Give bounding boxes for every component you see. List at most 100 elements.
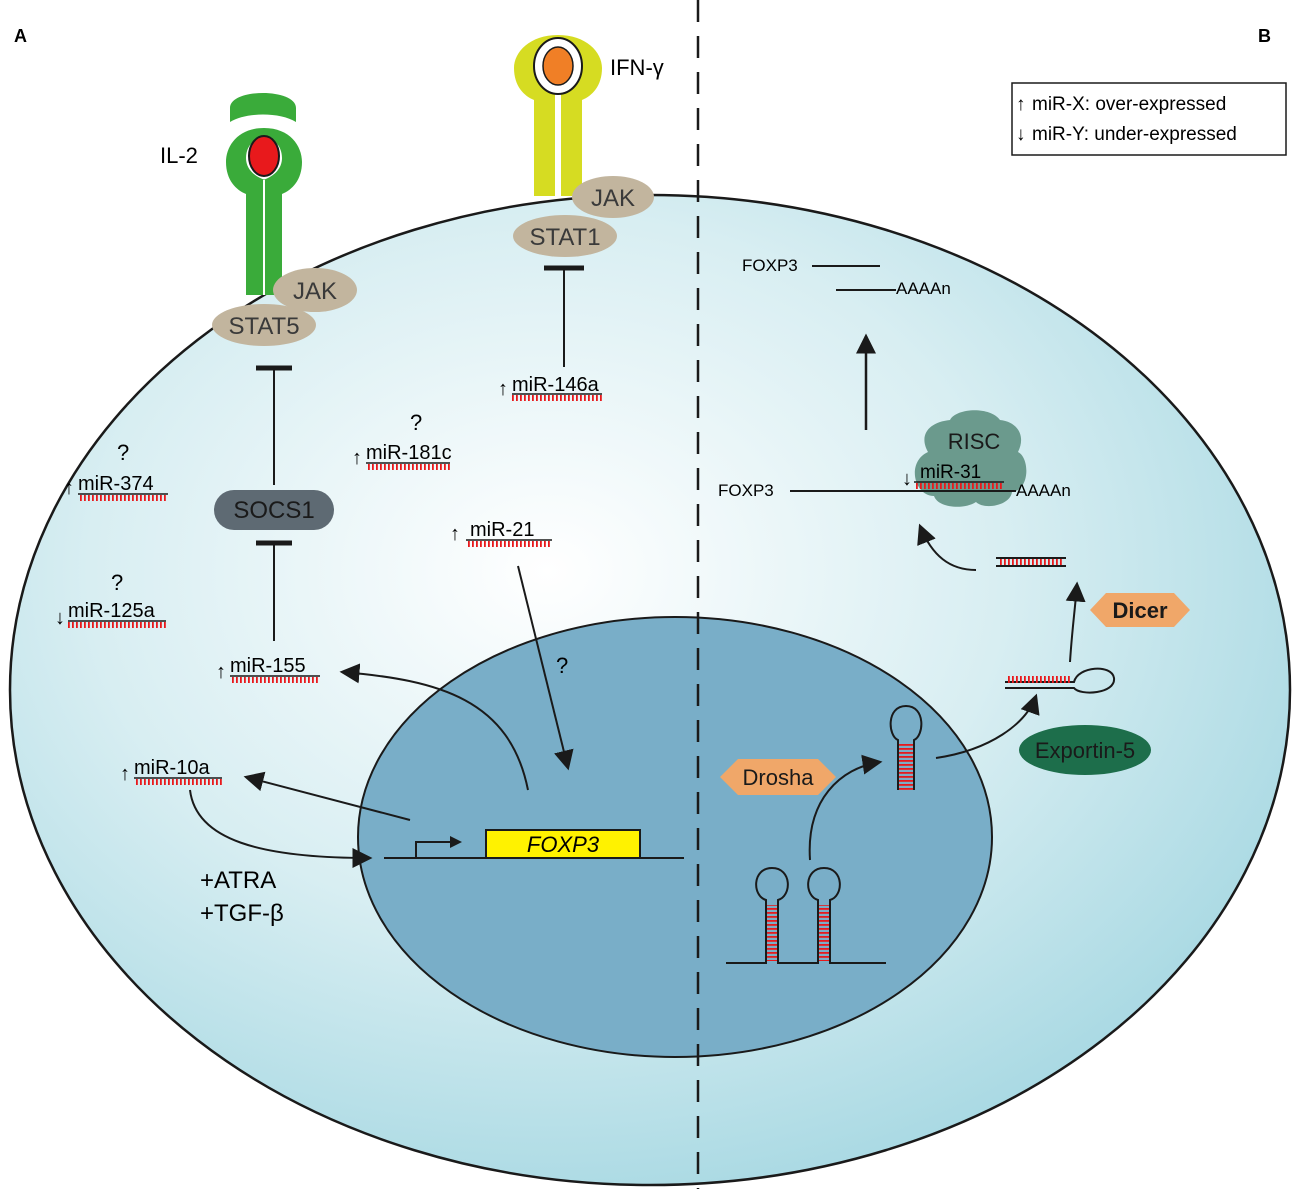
stat1-label: STAT1 [529, 224, 600, 251]
jak-label-ifng: JAK [591, 185, 635, 212]
mirna-10a: ↑ miR-10a [120, 757, 222, 785]
mir125a-question: ? [111, 570, 123, 595]
ifng-receptor: IFN-γ [514, 35, 664, 196]
pre-mirna [889, 704, 923, 790]
mirna-181c: ? ↑ miR-181c [352, 410, 452, 470]
stat5-node [212, 304, 316, 346]
mir10a-label: miR-10a [134, 757, 210, 779]
dicer: Dicer [1090, 593, 1190, 627]
tgfb-label: +TGF-β [200, 900, 284, 927]
arrow-pre-to-export [935, 693, 1040, 759]
mir21-label: miR-21 [470, 519, 534, 541]
jak-label-il2: JAK [293, 278, 337, 305]
exportin-5: Exportin-5 [1019, 725, 1151, 775]
foxp3-gene-box [485, 829, 641, 859]
foxp3-mrna-repressed: FOXP3 AAAAn ↓ miR-31 [718, 462, 1071, 500]
mir155-label: miR-155 [230, 655, 306, 677]
mir146a-strand [512, 395, 602, 401]
drosha-shape [720, 759, 836, 795]
il2-receptor-cap [230, 93, 296, 122]
arrow-foxp3-to-mir155 [339, 663, 529, 791]
inhibition-socs1-stat5 [256, 365, 292, 485]
il2-ligand [248, 135, 280, 177]
stat1-node [513, 215, 617, 257]
mir181c-strand [366, 464, 450, 470]
mrna-top-tail: AAAAn [896, 279, 951, 298]
mir31-label: miR-31 [920, 462, 981, 483]
arrow-foxp3-to-mir10a [243, 771, 411, 821]
mir10a-arrow: ↑ [120, 763, 130, 785]
mir125a-label: miR-125a [68, 600, 156, 622]
nucleus [357, 616, 993, 1058]
mir374-strand [78, 495, 168, 501]
mirna-155: ↑ miR-155 [216, 655, 320, 683]
il2-receptor-left-arm [226, 128, 265, 295]
panel-label-b: B [1258, 26, 1271, 46]
legend: ↑ miR-X: over-expressed ↓ miR-Y: under-e… [1011, 82, 1287, 156]
mir181c-arrow: ↑ [352, 447, 362, 469]
mir146a-label: miR-146a [512, 374, 600, 396]
socs1-node [214, 490, 334, 530]
pri-mirna-strand [726, 866, 886, 964]
mirna-21: ↑ miR-21 [450, 519, 552, 547]
nucleus-question-mark: ? [556, 653, 568, 678]
il2-jak-stat: STAT5 JAK [212, 268, 357, 346]
mirna-374: ? ↑ miR-374 [64, 440, 168, 501]
jak-node-ifng [572, 176, 654, 218]
mirna-125a: ? ↓ miR-125a [55, 570, 166, 629]
mir31-arrow: ↓ [902, 468, 912, 490]
inhibition-mir146a-stat1 [544, 265, 584, 367]
mir374-question: ? [117, 440, 129, 465]
arrow-mir10a-to-foxp3 [189, 789, 373, 868]
mir181c-question: ? [410, 410, 422, 435]
mir10a-strand [134, 779, 222, 785]
inhibition-mir155-socs1 [256, 540, 292, 641]
mir125a-strand [68, 622, 166, 628]
il2-receptor-right-arm [263, 128, 302, 295]
exportin-5-label: Exportin-5 [1035, 738, 1135, 763]
dicer-label: Dicer [1112, 598, 1167, 623]
jak-node-il2 [273, 268, 357, 312]
mrna-bottom-gene: FOXP3 [718, 481, 774, 500]
transcription-start-arrow [415, 836, 462, 858]
mir21-strand [466, 541, 552, 547]
dicer-shape [1090, 593, 1190, 627]
il2-receptor: IL-2 [160, 93, 302, 295]
legend-box [1011, 82, 1287, 156]
cytoplasmic-pre-mirna [1005, 667, 1115, 694]
ifng-jak-stat: STAT1 JAK [513, 176, 654, 257]
arrow-pri-to-pre [808, 754, 883, 861]
mir146a-arrow: ↑ [498, 378, 508, 400]
ifng-label: IFN-γ [610, 55, 664, 80]
arrow-dicer-processing [1065, 581, 1086, 663]
mir31-strand [914, 483, 1004, 489]
mir374-arrow: ↑ [64, 477, 74, 499]
risc-label: RISC [948, 429, 1001, 454]
exportin-5-shape [1019, 725, 1151, 775]
drosha-label: Drosha [743, 765, 815, 790]
mirna-146a: ↑ miR-146a [498, 374, 602, 401]
mir21-arrow: ↑ [450, 523, 460, 545]
mrna-bottom-tail: AAAAn [1016, 481, 1071, 500]
legend-under-expressed: miR-Y: under-expressed [1032, 124, 1237, 145]
arrow-mir21-to-foxp3 [517, 565, 574, 771]
mirna-duplex [996, 557, 1066, 567]
atra-label: +ATRA [200, 867, 276, 894]
drosha: Drosha [720, 759, 836, 795]
legend-over-expressed: miR-X: over-expressed [1032, 94, 1226, 115]
mir155-arrow: ↑ [216, 661, 226, 683]
foxp3-gene: FOXP3 [384, 829, 684, 859]
il2-label: IL-2 [160, 143, 198, 168]
mrna-top-gene: FOXP3 [742, 256, 798, 275]
legend-down-arrow: ↓ [1016, 124, 1026, 145]
socs1: SOCS1 [214, 490, 334, 530]
stat5-label: STAT5 [228, 313, 299, 340]
mir374-label: miR-374 [78, 473, 154, 495]
legend-up-arrow: ↑ [1016, 94, 1026, 115]
pri-mirna [726, 866, 886, 964]
ifng-receptor-left-arm [514, 35, 558, 196]
mir181c-label: miR-181c [366, 442, 452, 464]
ifng-ligand [542, 46, 574, 86]
